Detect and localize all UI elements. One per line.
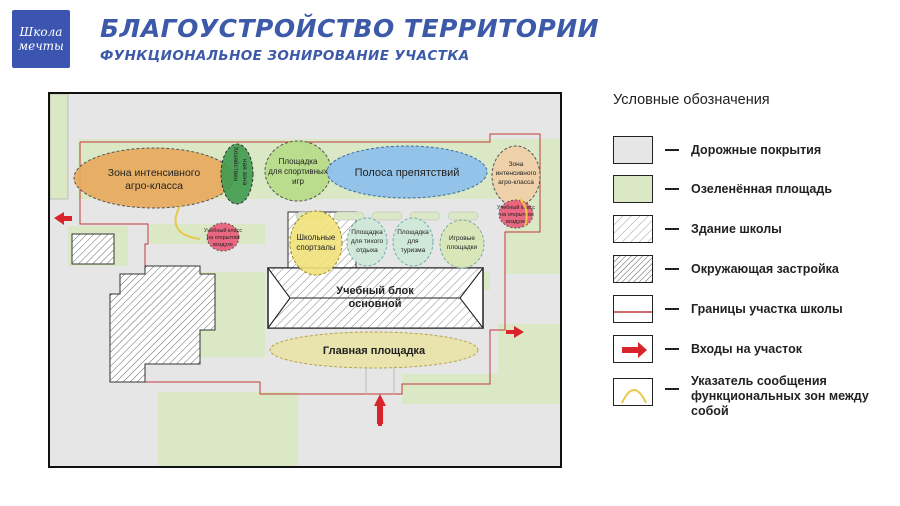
household-label-2: ная зона — [241, 159, 248, 186]
legend-swatch-green — [613, 175, 653, 203]
play-label-1: Игровые — [449, 235, 475, 242]
sports-games-label-1: Площадка — [279, 157, 318, 166]
legend-dash — [665, 149, 679, 151]
page-subtitle: ФУНКЦИОНАЛЬНОЕ ЗОНИРОВАНИЕ УЧАСТКА — [100, 48, 470, 64]
tourism-label-3: туризма — [401, 247, 426, 254]
agro-left-label-2: агро-класса — [125, 180, 183, 192]
legend-item-entrance: Входы на участок — [613, 333, 802, 365]
tourism-label-2: для — [407, 238, 419, 245]
connection-pointers — [174, 198, 528, 240]
play-zone — [439, 219, 485, 269]
legend-label-boundary: Границы участка школы — [691, 301, 843, 316]
main-square-zone — [269, 331, 479, 369]
household-label-1: Хозяйствен — [232, 147, 240, 182]
legend-dash — [665, 388, 679, 390]
tourism-label-1: Площадка — [397, 229, 429, 236]
legend-item-green: Озеленённая площадь — [613, 173, 832, 205]
legend-item-roads: Дорожные покрытия — [613, 134, 821, 166]
legend-item-surrounding: Окружающая застройка — [613, 253, 839, 285]
legend-swatch-surrounding — [613, 255, 653, 283]
logo: Школа мечты — [12, 10, 70, 68]
quiet-label-3: отдыха — [356, 247, 378, 254]
page-title: БЛАГОУСТРОЙСТВО ТЕРРИТОРИИ — [100, 14, 600, 43]
quiet-label-1: Площадка — [351, 229, 383, 236]
outdoor-left-label-2: на открытом — [207, 235, 239, 241]
site-plan: Главная площадка Учебный блок основной З… — [48, 92, 562, 468]
obstacle-label: Полоса препятствий — [355, 167, 460, 179]
sports-games-label-3: игр — [292, 177, 304, 186]
legend-label-school: Здание школы — [691, 221, 782, 236]
agro-right-label-1: Зона — [509, 161, 524, 168]
outdoor-left-label-1: Учебный класс — [204, 227, 243, 234]
legend-dash — [665, 348, 679, 350]
legend-dash — [665, 268, 679, 270]
sport-halls-label-1: Школьные — [297, 233, 336, 242]
surrounding-building-large — [109, 265, 216, 383]
legend-swatch-boundary — [613, 295, 653, 323]
legend-item-pointer: Указатель сообщения функциональных зон м… — [613, 374, 891, 420]
agro-right-label-3: агро-класса — [498, 179, 534, 186]
legend-item-school: Здание школы — [613, 213, 782, 245]
legend-swatch-roads — [613, 136, 653, 164]
agro-right-label-2: интенсивного — [496, 170, 537, 177]
household-zone — [220, 143, 254, 205]
main-square-label: Главная площадка — [323, 345, 426, 357]
outdoor-right-label-2: на открытом — [500, 212, 532, 218]
surrounding-building — [71, 233, 115, 265]
agro-left-label-1: Зона интенсивного — [108, 167, 201, 179]
play-label-2: площадки — [447, 244, 478, 251]
site-boundary — [79, 133, 541, 395]
legend-swatch-pointer — [613, 378, 653, 406]
legend-item-boundary: Границы участка школы — [613, 293, 843, 325]
logo-line-2: мечты — [18, 39, 64, 53]
sport-halls-label-2: спортзалы — [296, 243, 336, 252]
main-building-label-2: основной — [349, 298, 402, 310]
logo-line-1: Школа — [19, 25, 63, 39]
legend-label-surrounding: Окружающая застройка — [691, 261, 839, 276]
legend-dash — [665, 308, 679, 310]
quiet-label-2: для тихого — [351, 238, 384, 245]
entrance-road — [365, 366, 395, 394]
legend-swatch-school — [613, 215, 653, 243]
sport-halls-zone — [289, 210, 343, 276]
legend-label-green: Озеленённая площадь — [691, 181, 833, 196]
outdoor-right-label-3: воздухе — [506, 219, 526, 225]
legend-label-pointer: Указатель сообщения функциональных зон м… — [691, 374, 869, 418]
legend-title: Условные обозначения — [613, 92, 770, 108]
legend-swatch-entrance — [613, 335, 653, 363]
legend-label-roads: Дорожные покрытия — [691, 142, 822, 157]
outdoor-class-left — [206, 222, 240, 252]
quiet-rest-zone — [346, 217, 388, 267]
legend-dash — [665, 188, 679, 190]
legend-dash — [665, 228, 679, 230]
main-building-label-1: Учебный блок — [336, 285, 414, 297]
entrance-arrows — [54, 212, 524, 426]
tourism-zone — [392, 217, 434, 267]
outdoor-right-label-1: Учебный класс — [497, 204, 536, 211]
sports-games-label-2: для спортивных — [268, 167, 328, 176]
legend-label-entrance: Входы на участок — [691, 341, 802, 356]
obstacle-zone — [326, 145, 488, 199]
outdoor-left-label-3: воздухе — [213, 242, 233, 248]
